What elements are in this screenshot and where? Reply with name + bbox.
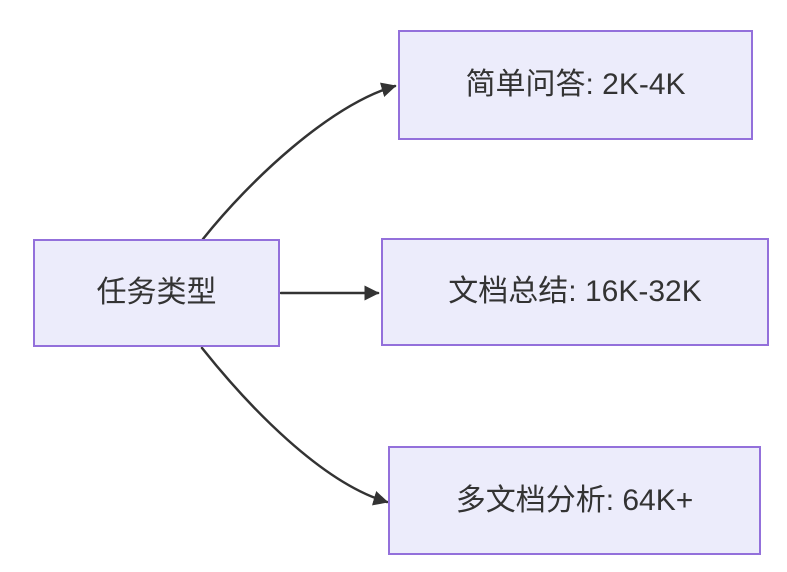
node-simple-qa: 简单问答: 2K-4K: [398, 30, 753, 140]
node-task-type-label: 任务类型: [96, 276, 217, 309]
node-simple-qa-label: 简单问答: 2K-4K: [465, 68, 686, 101]
node-doc-summary: 文档总结: 16K-32K: [381, 238, 769, 346]
node-multi-doc-analysis: 多文档分析: 64K+: [388, 446, 761, 555]
node-multi-doc-analysis-label: 多文档分析: 64K+: [455, 483, 694, 517]
edge-to-simple-qa: [201, 82, 397, 241]
edge-to-multi-doc-analysis: [200, 346, 389, 506]
node-doc-summary-label: 文档总结: 16K-32K: [448, 275, 702, 308]
node-task-type: 任务类型: [33, 239, 280, 347]
